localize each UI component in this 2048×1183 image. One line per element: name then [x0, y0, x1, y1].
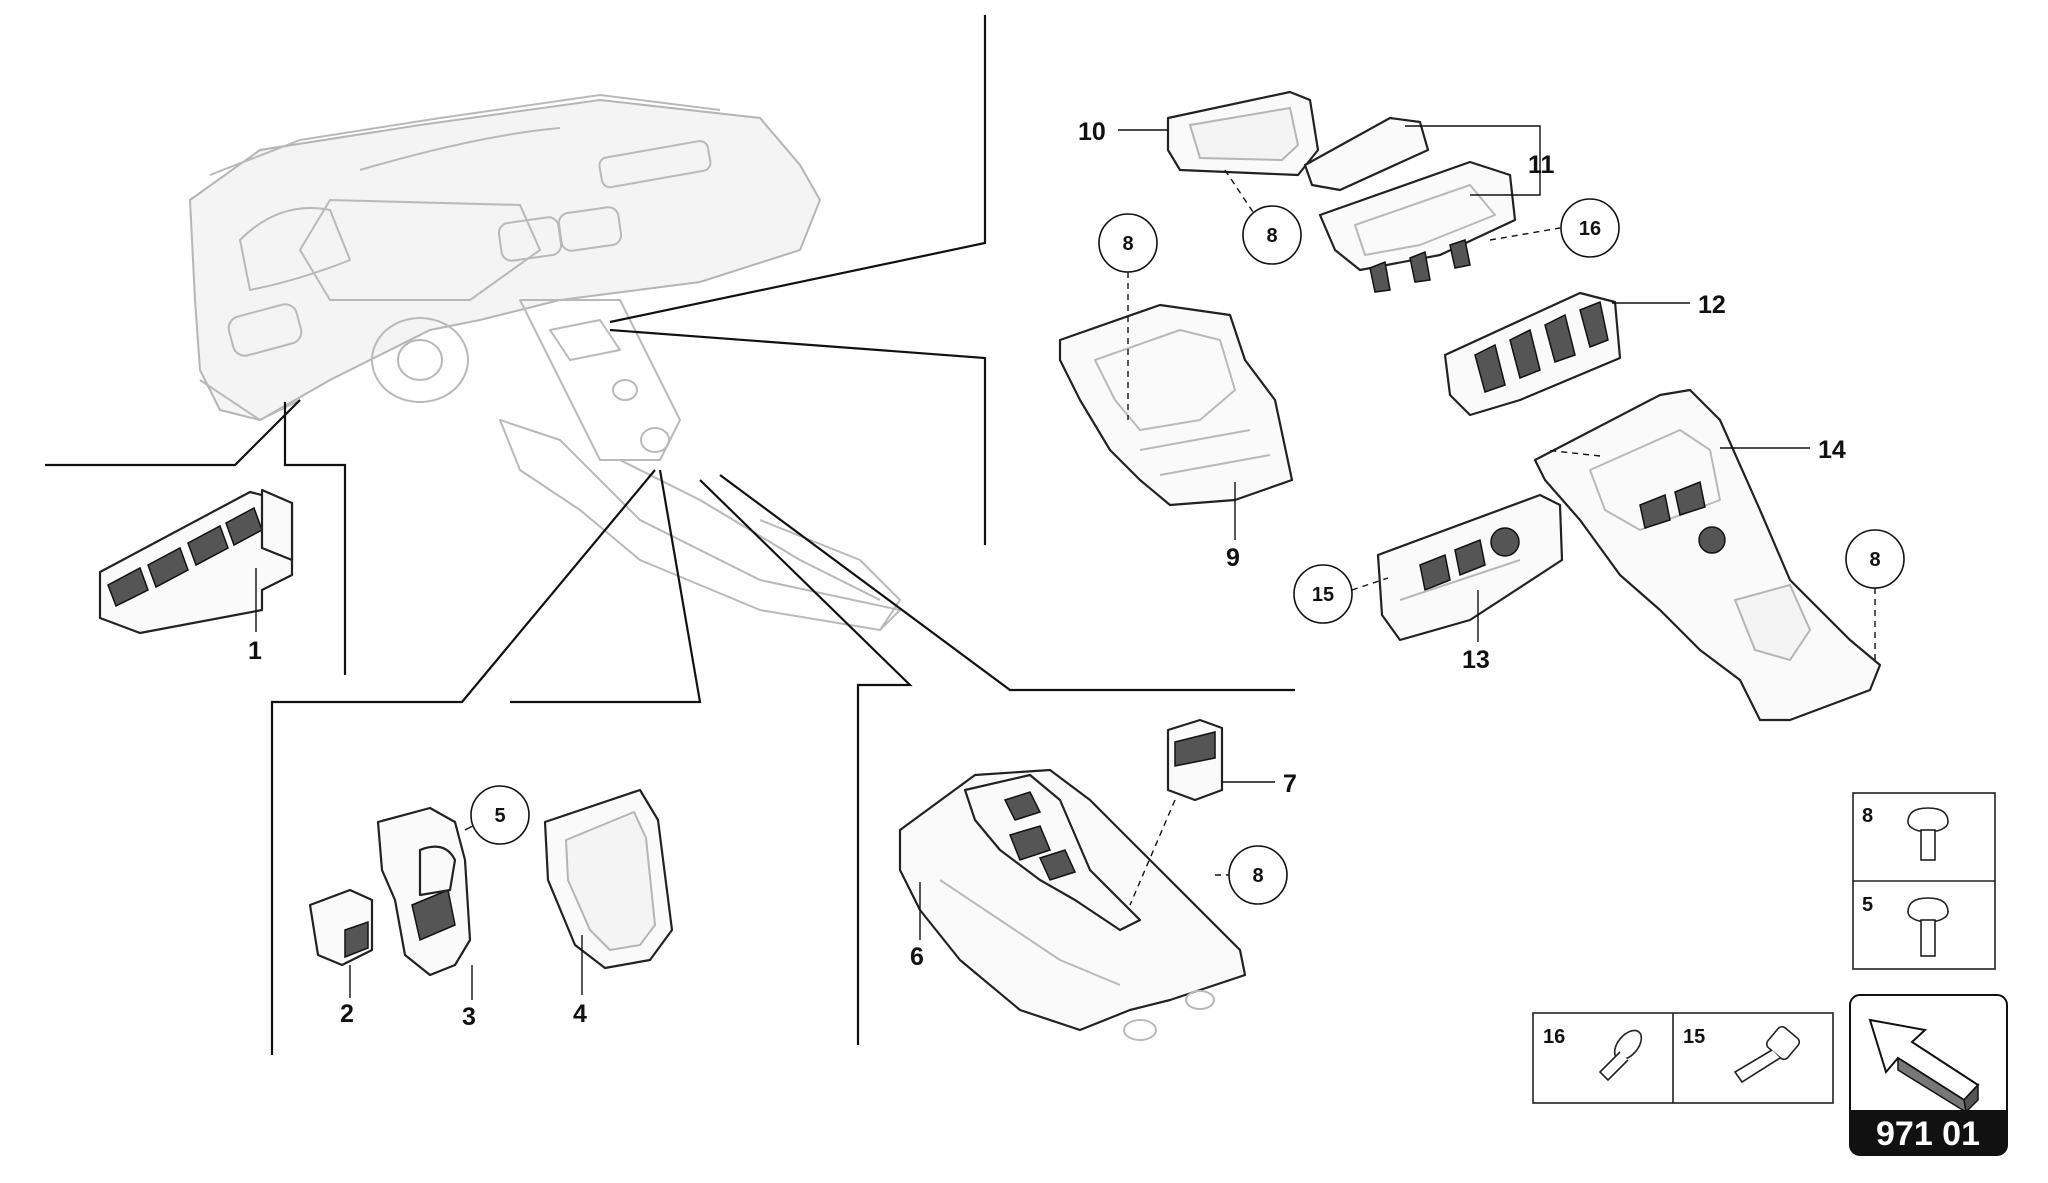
part-13-control-panel: 13 — [1351, 493, 1564, 674]
svg-text:5: 5 — [494, 805, 505, 827]
svg-text:8: 8 — [1869, 549, 1880, 571]
label-part-12: 12 — [1698, 291, 1726, 319]
screw-8-icon — [1907, 807, 1949, 861]
part-11-cluster-trim: 11 — [1303, 116, 1561, 293]
label-part-9: 9 — [1226, 544, 1240, 572]
part-14-tunnel-console: 14 — [1533, 388, 1882, 722]
dashboard-overview-drawing — [188, 94, 901, 631]
svg-text:15: 15 — [1312, 584, 1334, 606]
svg-text:16: 16 — [1579, 218, 1601, 240]
fastener-label-16: 16 — [1543, 1026, 1565, 1048]
label-part-10: 10 — [1078, 118, 1106, 146]
callout-16: 16 — [1560, 198, 1620, 258]
label-part-7: 7 — [1283, 770, 1297, 798]
label-part-3: 3 — [462, 1003, 476, 1031]
callout-8-bottom: 8 — [1228, 845, 1288, 905]
screw-15-icon — [1733, 1025, 1801, 1084]
label-part-13: 13 — [1462, 646, 1490, 674]
page-reference-badge: 971 01 — [1849, 994, 2008, 1156]
part-2-small-switch: 2 — [308, 888, 374, 1028]
part-7-switch: 7 — [1129, 718, 1297, 906]
part-10-instrument-cluster: 10 — [1078, 90, 1320, 216]
fastener-label-15: 15 — [1683, 1026, 1705, 1048]
part-9-dash-bracket: 9 — [1058, 303, 1294, 572]
direction-arrow-icon — [1868, 1018, 1980, 1114]
callout-8-mid: 8 — [1242, 205, 1302, 265]
label-part-11: 11 — [1528, 151, 1555, 179]
part-6-center-console: 6 — [898, 768, 1247, 1041]
part-4-trim-bezel: 4 — [543, 788, 674, 1028]
screw-5-icon — [1907, 897, 1949, 957]
fastener-label-5: 5 — [1862, 894, 1873, 916]
callout-8-top: 8 — [1098, 213, 1158, 420]
part-1-switch-panel: 1 — [98, 488, 294, 665]
fastener-label-8: 8 — [1862, 805, 1873, 827]
svg-text:8: 8 — [1252, 865, 1263, 887]
svg-text:8: 8 — [1266, 225, 1277, 247]
part-3-selector-module: 3 — [376, 806, 489, 1031]
label-part-2: 2 — [340, 1000, 354, 1028]
label-part-14: 14 — [1818, 436, 1846, 464]
callout-15: 15 — [1293, 564, 1353, 624]
fastener-box-8-and-5: 8 5 — [1852, 792, 1996, 970]
label-part-1: 1 — [248, 637, 262, 665]
part-12-switch-bank: 12 — [1443, 291, 1726, 417]
screw-16-icon — [1598, 1029, 1643, 1082]
label-part-6: 6 — [910, 943, 924, 971]
section-frame-lines — [45, 15, 1295, 1055]
fastener-box-16-and-15: 16 15 — [1532, 1012, 1834, 1104]
svg-text:8: 8 — [1122, 233, 1133, 255]
callout-8-right: 8 — [1845, 529, 1905, 660]
label-part-4: 4 — [573, 1000, 587, 1028]
callout-5: 5 — [470, 785, 530, 845]
page-number: 971 01 — [1876, 1115, 1980, 1153]
